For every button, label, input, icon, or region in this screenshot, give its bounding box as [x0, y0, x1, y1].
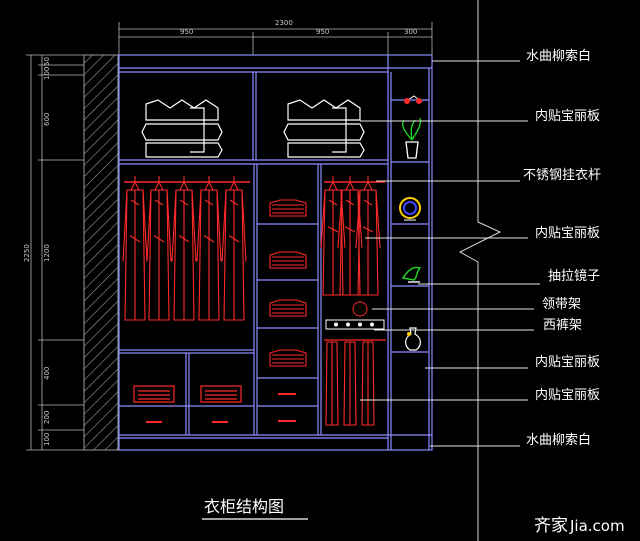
trouser-item — [361, 341, 375, 426]
dim-plinth-1: 200 — [43, 411, 51, 424]
label-laminate-panel-4: 内贴宝丽板 — [535, 387, 600, 403]
coat-item — [171, 176, 197, 321]
label-pull-out-mirror: 抽拉镜子 — [548, 269, 600, 284]
coat-item — [146, 176, 172, 321]
dim-plinth-2: 100 — [43, 433, 51, 446]
dim-top-1: 50 — [43, 57, 51, 66]
dim-middle-bay: 950 — [316, 28, 329, 36]
coat-item — [122, 176, 148, 321]
flower-pot-icon — [404, 95, 423, 104]
dim-right-bay: 300 — [404, 28, 417, 36]
watermark-domain: Jia.com — [569, 517, 625, 535]
leader-lines — [360, 60, 540, 447]
figurine-icon — [401, 266, 422, 283]
vase-icon — [405, 327, 421, 351]
coat-item — [221, 176, 247, 321]
label-stainless-rod: 不锈钢挂衣杆 — [523, 167, 601, 183]
dim-drawer-zone: 400 — [43, 367, 51, 380]
folded-clothes-right — [283, 99, 365, 158]
trouser-item — [325, 341, 339, 426]
hanging-coats — [122, 176, 381, 321]
label-trouser-rack: 西裤架 — [543, 318, 582, 333]
folded-stack — [269, 299, 307, 317]
plant-vase-icon — [401, 117, 422, 159]
wall-break-line — [458, 0, 502, 541]
decor-items — [399, 95, 423, 351]
dim-overall-height: 2250 — [23, 244, 31, 262]
folded-stack — [269, 349, 307, 367]
label-tie-rack: 领带架 — [542, 297, 581, 312]
folded-stack — [269, 199, 307, 217]
dim-upper-shelf: 600 — [43, 113, 51, 126]
wall-hatch — [83, 54, 119, 451]
watermark-brand: 齐家 — [534, 516, 568, 536]
dim-left-bay: 950 — [180, 28, 193, 36]
coat-item — [196, 176, 222, 321]
diagram-title: 衣柜结构图 — [204, 497, 284, 516]
dim-top-2: 100 — [43, 67, 51, 80]
dim-total-width: 2300 — [275, 19, 293, 27]
dim-hanging: 1200 — [43, 244, 51, 262]
tie-rack — [325, 301, 385, 330]
hanging-trousers — [325, 341, 375, 426]
middle-folded-stacks — [269, 199, 307, 367]
bottom-drawers — [133, 385, 296, 423]
folded-clothes-left — [141, 99, 223, 158]
label-laminate-panel-2: 内贴宝丽板 — [535, 225, 600, 241]
left-dimension-lines — [26, 54, 84, 451]
top-dimension-lines — [118, 22, 433, 55]
trouser-item — [343, 341, 357, 426]
clock-icon — [399, 197, 421, 221]
cabinet-frame — [118, 54, 433, 451]
label-ash-wood-top: 水曲柳索白 — [526, 48, 591, 64]
folded-stack — [269, 251, 307, 269]
label-ash-wood-bottom: 水曲柳索白 — [526, 432, 591, 448]
label-laminate-panel-3: 内贴宝丽板 — [535, 354, 600, 370]
label-laminate-panel-1: 内贴宝丽板 — [535, 108, 600, 124]
